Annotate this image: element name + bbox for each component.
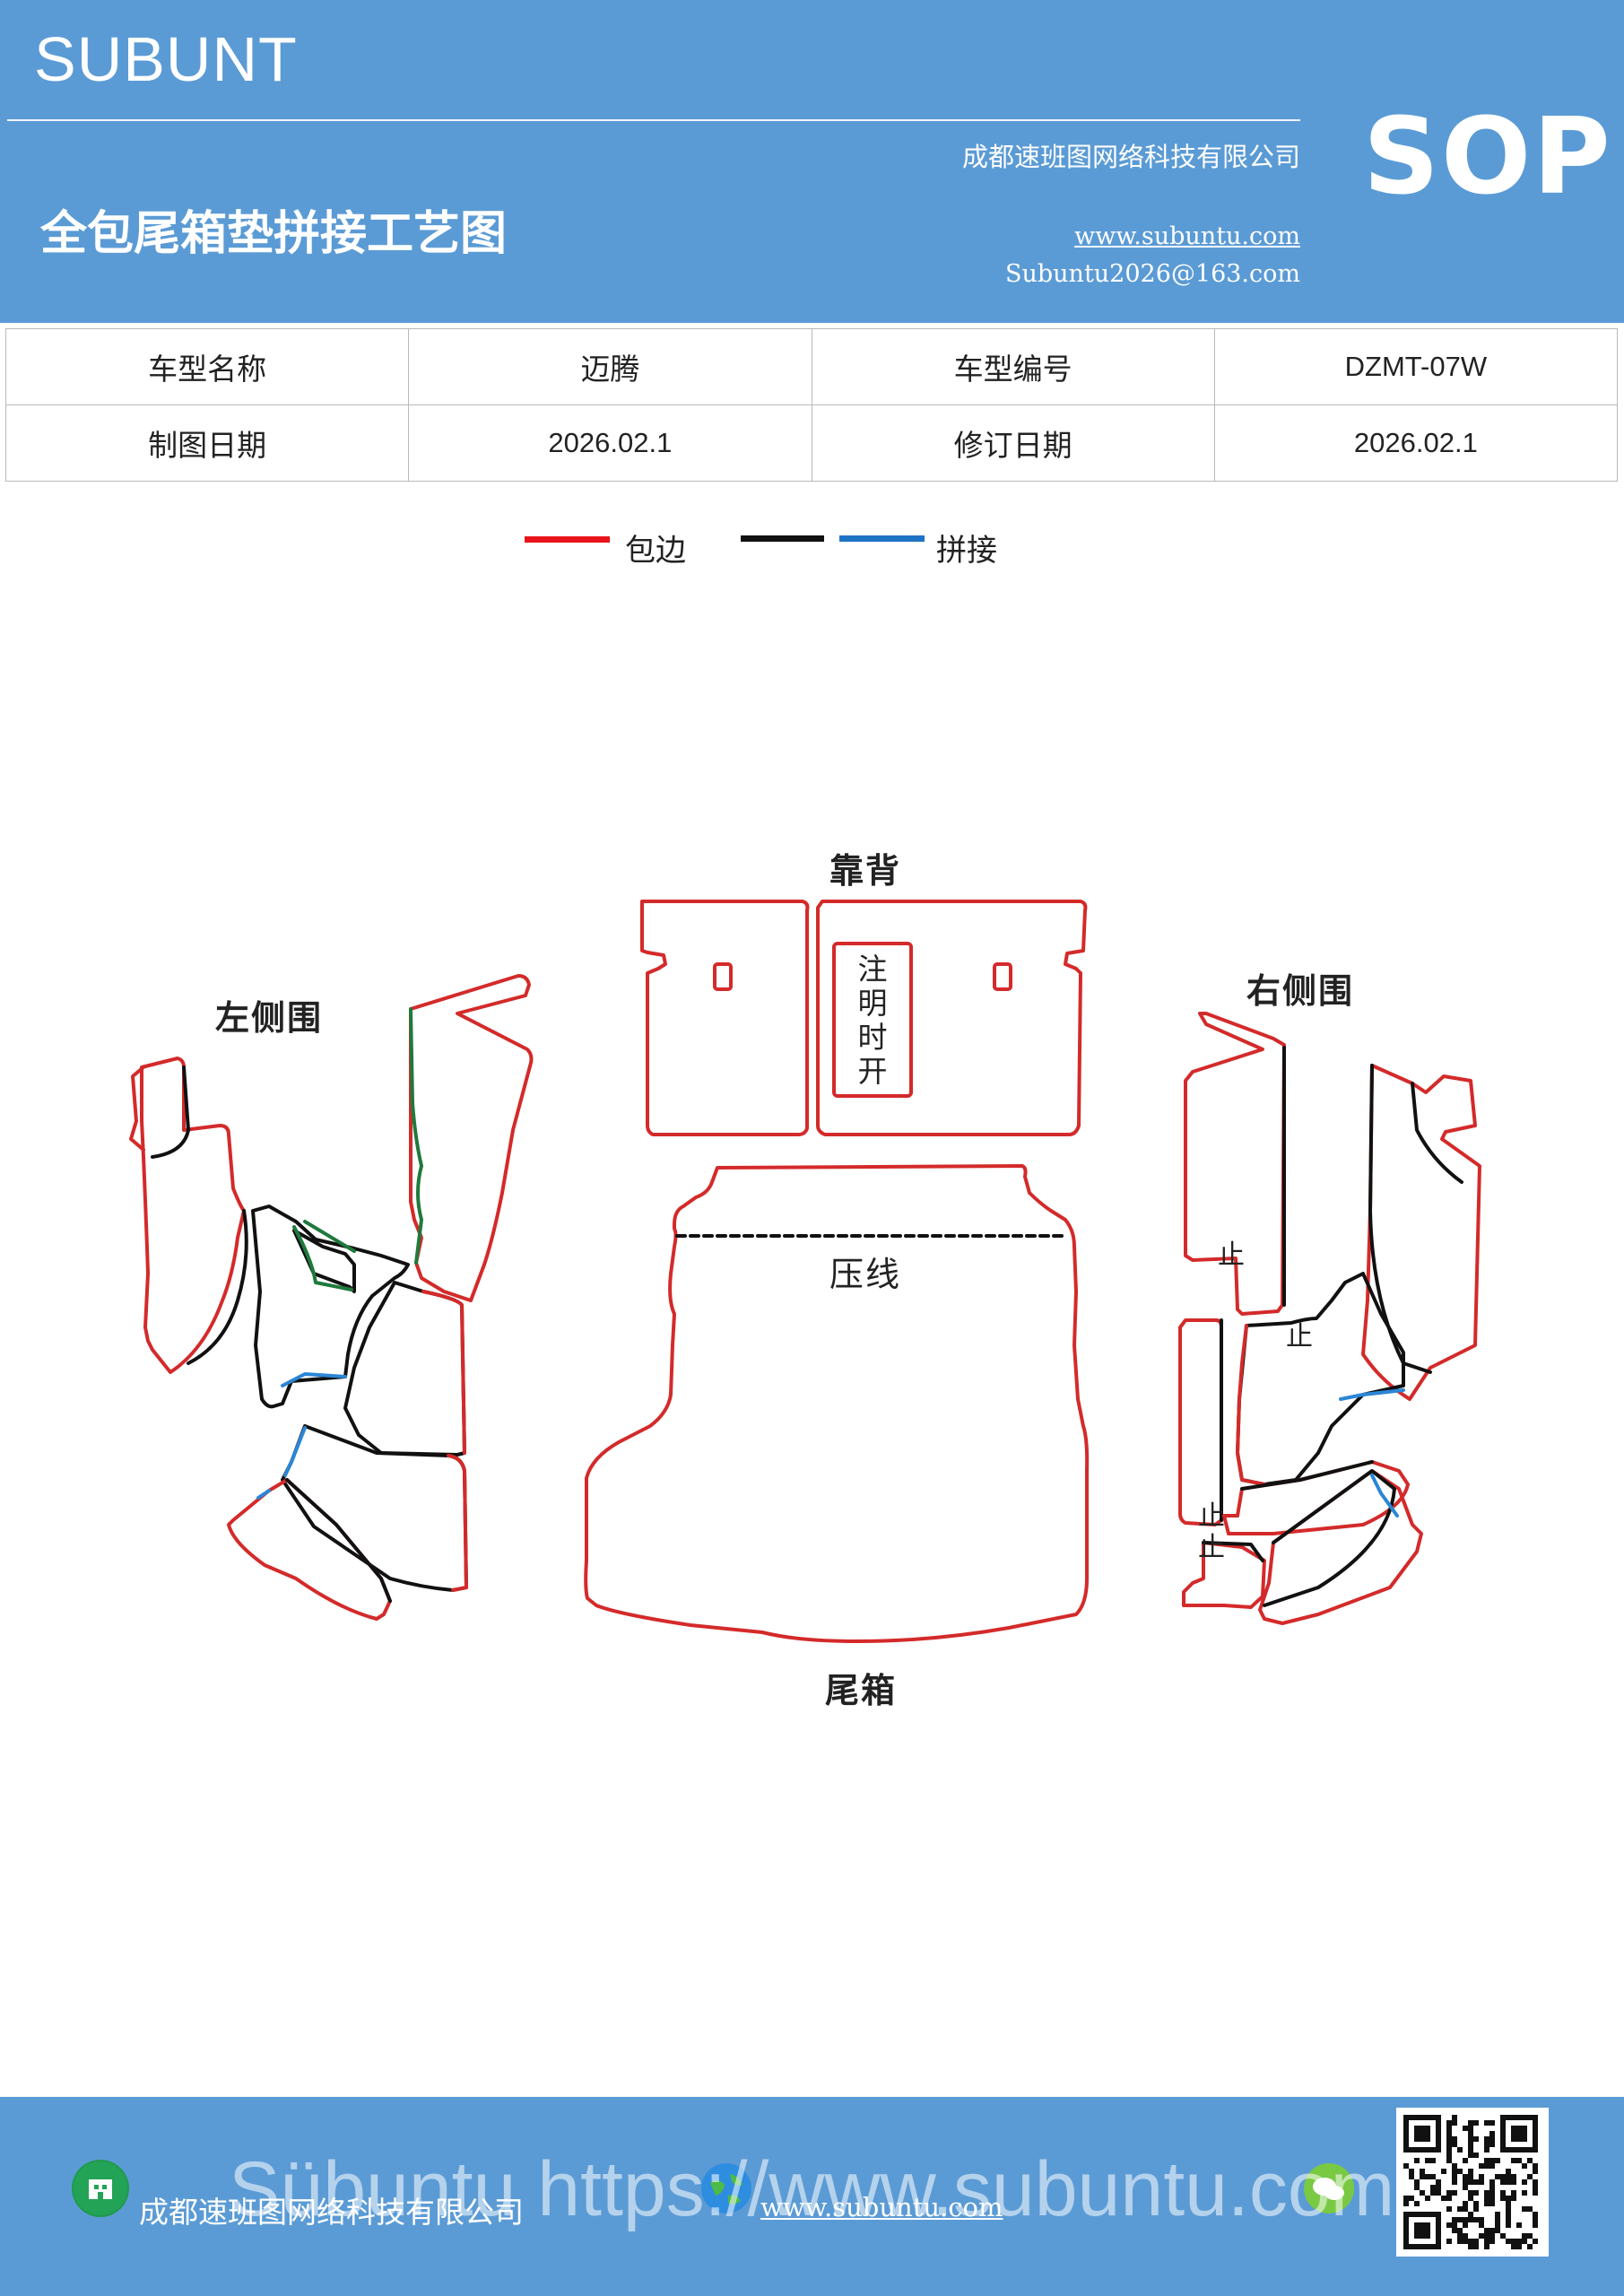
right-side-foot-piece <box>1258 1469 1423 1625</box>
left-side-bottom-piece <box>281 1424 468 1592</box>
backrest-right-panel <box>816 900 1088 1136</box>
right-side-long-strip <box>1178 1318 1223 1526</box>
table-cell: 车型编号 <box>811 328 1215 405</box>
footer-website-link[interactable]: www.subuntu.com <box>760 2192 1003 2222</box>
building-icon <box>72 2160 129 2217</box>
table-row: 制图日期 2026.02.1 修订日期 2026.02.1 <box>4 404 1619 482</box>
building-icon-glyph <box>74 2161 127 2215</box>
left-side-lower-edge <box>421 1290 466 1455</box>
footer-watermark: Sübuntu https://www.subuntu.com <box>229 2146 1395 2232</box>
header-divider <box>7 119 1300 121</box>
left-side-outer-piece <box>140 1057 246 1374</box>
backrest-right-slot <box>993 962 1012 991</box>
right-side-base-piece <box>1182 1541 1266 1609</box>
qr-code[interactable] <box>1396 2108 1549 2257</box>
brand-name: SUBUNT <box>34 24 298 94</box>
table-cell: 车型名称 <box>4 328 410 405</box>
right-side-splice-b <box>1370 1474 1399 1518</box>
table-cell: 迈腾 <box>408 328 812 405</box>
qr-code-graphic <box>1403 2115 1538 2249</box>
wechat-icon-glyph <box>1304 2163 1354 2213</box>
left-side-foot-piece <box>227 1478 392 1621</box>
trunk-floor-panel <box>584 1164 1090 1643</box>
stop-mark: 止 <box>1286 1321 1313 1352</box>
left-side-upper-seam <box>409 1007 423 1265</box>
stop-mark: 止 <box>1198 1532 1225 1563</box>
table-cell: 2026.02.1 <box>1213 404 1619 482</box>
label-trunk: 尾箱 <box>825 1671 898 1710</box>
backrest-note-box <box>832 942 913 1098</box>
stop-mark: 止 <box>1198 1500 1225 1532</box>
email-address[interactable]: Subuntu2026@163.com <box>1005 260 1300 288</box>
globe-icon <box>698 2160 755 2217</box>
website-link[interactable]: www.subuntu.com <box>1074 222 1300 250</box>
table-cell: DZMT-07W <box>1213 328 1619 405</box>
globe-icon-glyph <box>701 2163 751 2213</box>
table-row: 车型名称 迈腾 车型编号 DZMT-07W <box>4 328 1619 405</box>
right-side-splice-a <box>1339 1388 1405 1401</box>
table-cell: 制图日期 <box>4 404 410 482</box>
footer-company-name: 成都速班图网络科技有限公司 <box>139 2195 524 2230</box>
vehicle-info-table: 车型名称 迈腾 车型编号 DZMT-07W 制图日期 2026.02.1 修订日… <box>4 328 1619 482</box>
backrest-left-slot <box>713 962 733 991</box>
legend-splice-label: 拼接 <box>936 533 997 569</box>
right-side-mid-piece <box>1236 1272 1405 1486</box>
right-side-foot-seam <box>1263 1469 1396 1607</box>
left-side-bottom-edge <box>447 1454 468 1592</box>
right-side-lower-piece <box>1222 1460 1410 1535</box>
table-cell: 修订日期 <box>811 404 1215 482</box>
company-name: 成都速班图网络科技有限公司 <box>961 142 1300 172</box>
right-side-outer-seam <box>1368 1064 1463 1374</box>
left-side-upper-piece <box>409 974 534 1302</box>
left-side-outer-top <box>129 1065 145 1152</box>
right-side-mid-edge <box>1236 1324 1266 1486</box>
left-side-mid-detail <box>292 1229 356 1293</box>
right-side-lower-seam <box>1240 1460 1374 1491</box>
backrest-left-panel <box>640 900 810 1136</box>
legend-edge-swatch <box>525 536 610 543</box>
label-press-line: 压线 <box>829 1255 902 1294</box>
label-right-side: 右侧围 <box>1246 971 1355 1011</box>
document-title: 全包尾箱垫拼接工艺图 <box>40 207 508 261</box>
sop-badge: SOP <box>1363 94 1612 218</box>
note-open-when-specified: 注明时开 <box>857 952 888 1089</box>
left-side-mid-green <box>292 1220 356 1292</box>
left-side-mid-piece <box>251 1205 410 1409</box>
right-side-base-seam <box>1202 1541 1264 1562</box>
legend-edge-label: 包边 <box>625 533 686 569</box>
legend-seam-swatch <box>741 535 824 542</box>
legend-splice-swatch <box>839 535 925 542</box>
label-left-side: 左侧围 <box>215 998 324 1038</box>
right-side-upper-piece <box>1184 1012 1286 1316</box>
right-side-outer-piece <box>1361 1064 1481 1401</box>
left-side-outer-seam <box>151 1065 248 1365</box>
table-cell: 2026.02.1 <box>408 404 812 482</box>
left-side-splice-a <box>281 1372 347 1387</box>
wechat-icon <box>1300 2160 1358 2217</box>
label-backrest: 靠背 <box>829 851 902 891</box>
left-side-foot-seam <box>285 1478 392 1603</box>
left-side-splice-b <box>283 1426 307 1477</box>
stop-mark: 止 <box>1218 1239 1245 1271</box>
footer-banner <box>0 2097 1624 2296</box>
header-banner <box>0 0 1624 323</box>
left-side-splice-c <box>256 1489 271 1500</box>
